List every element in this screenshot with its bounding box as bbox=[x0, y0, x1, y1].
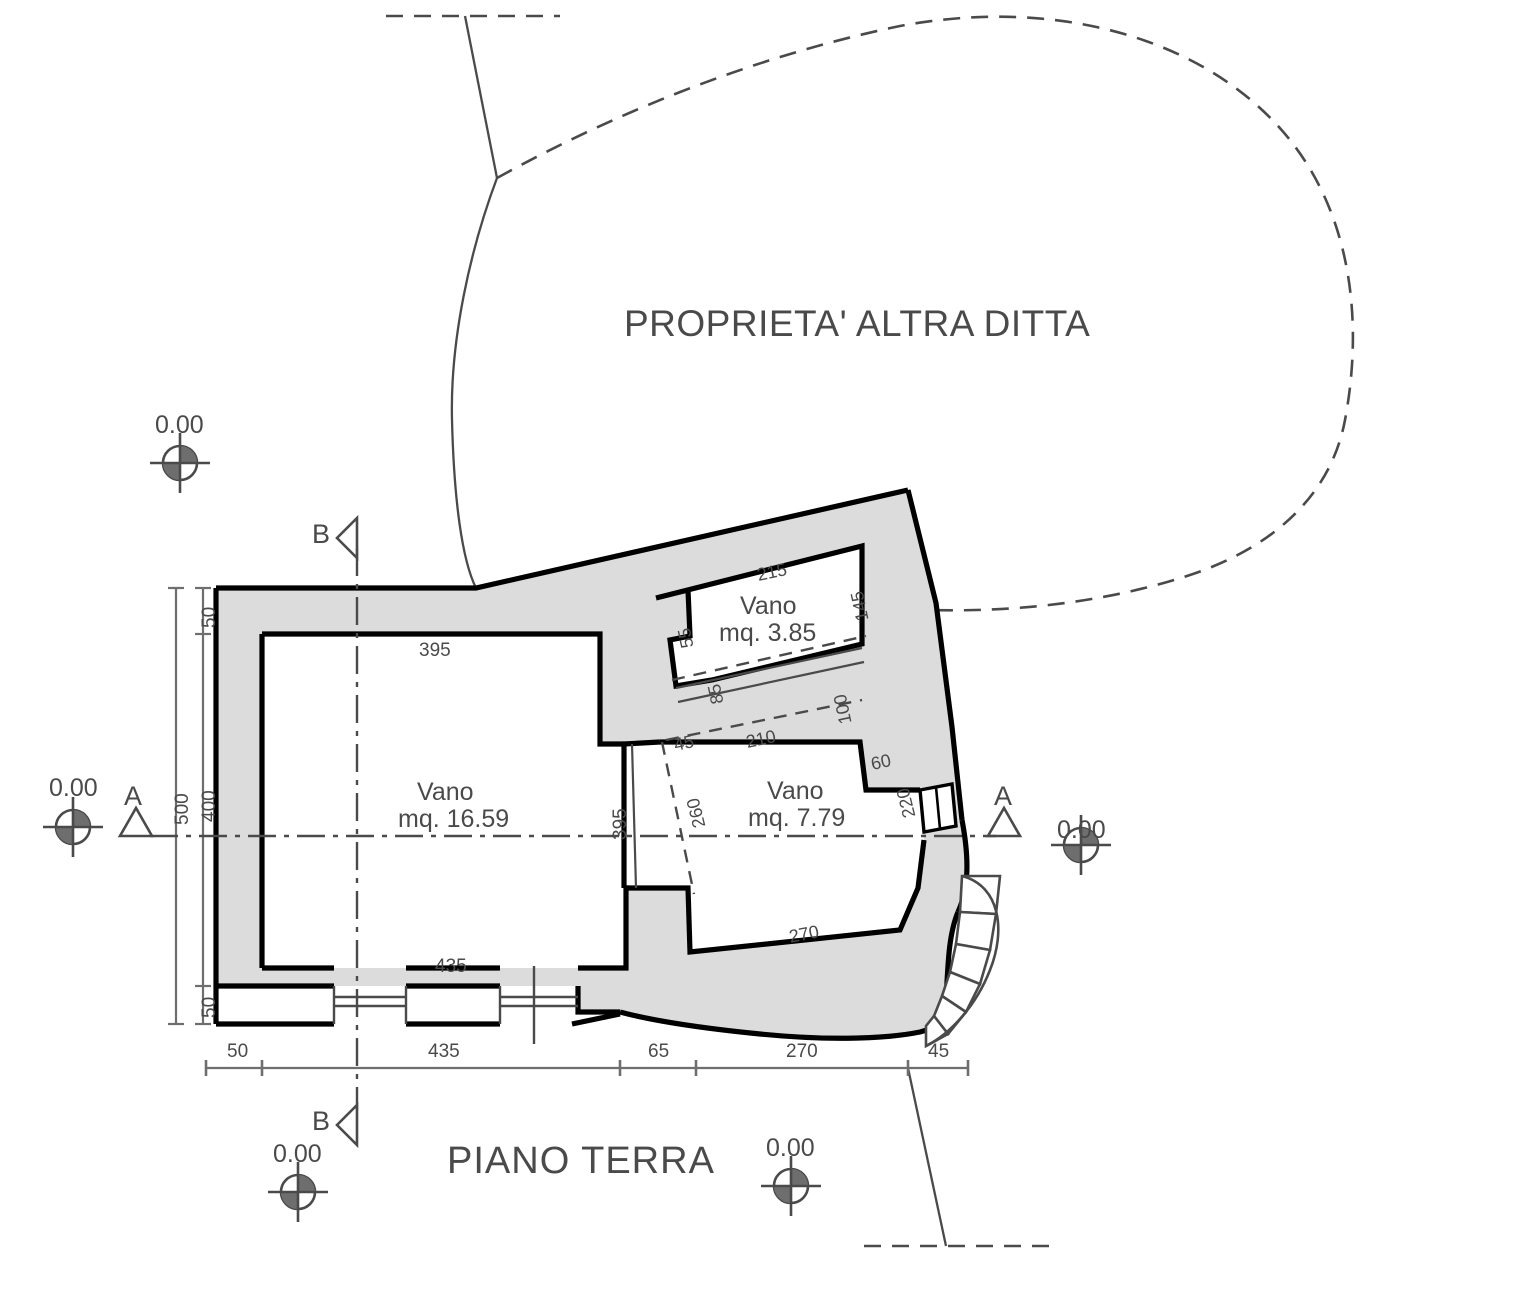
dimension-main-room-bottom-435: 435 bbox=[435, 956, 467, 977]
curved-staircase bbox=[924, 874, 1002, 1049]
dimension-right-room-notch-60: 60 bbox=[869, 750, 893, 774]
property-boundary-solid bbox=[450, 15, 948, 1247]
dimension-central-wall-395: 395 bbox=[610, 808, 631, 840]
door-opening-right-wall bbox=[918, 781, 958, 835]
room-label-upper-name: Vano bbox=[740, 592, 797, 620]
elevation-value-top-left: 0.00 bbox=[155, 411, 204, 439]
section-mark-A-right: A bbox=[994, 781, 1013, 811]
dimension-line-left bbox=[168, 586, 211, 1026]
interior-dashed-lines bbox=[660, 634, 867, 895]
interior-projection-lines bbox=[630, 646, 865, 889]
window-opening-bottom-mid bbox=[500, 995, 578, 1008]
dimension-left-3: 50 bbox=[199, 996, 220, 1018]
dimension-upper-room-lower-85: 85 bbox=[703, 682, 728, 706]
window-opening-bottom-left bbox=[334, 995, 406, 1008]
elevation-symbol-bottom-left bbox=[266, 1160, 330, 1224]
section-marker-A-right-triangle bbox=[985, 805, 1023, 838]
elevation-symbol-bottom-mid bbox=[759, 1154, 823, 1218]
dimension-bottom-4: 270 bbox=[786, 1041, 818, 1062]
section-mark-B-top: B bbox=[312, 519, 331, 549]
dimension-bottom-3: 65 bbox=[648, 1041, 670, 1062]
elevation-value-right: 0.00 bbox=[1057, 816, 1106, 844]
room-label-main-name: Vano bbox=[417, 778, 474, 806]
section-marker-B-top-arrow bbox=[335, 514, 359, 562]
room-upper-inner-outline bbox=[655, 542, 865, 690]
neighbor-property-label: PROPRIETA' ALTRA DITTA bbox=[624, 303, 1091, 344]
elevation-symbol-top-left bbox=[148, 431, 212, 495]
section-marker-A-left-triangle bbox=[117, 805, 155, 838]
room-right-inner-outline bbox=[621, 739, 927, 955]
room-label-right-name: Vano bbox=[767, 777, 824, 805]
room-label-main-area: mq. 16.59 bbox=[398, 805, 510, 833]
dimension-right-room-notch-45: 45 bbox=[672, 731, 696, 755]
dimension-bottom-2: 435 bbox=[428, 1041, 460, 1062]
building-wall-outlines bbox=[213, 487, 970, 1041]
dimension-left-2: 400 bbox=[199, 790, 220, 822]
dimension-bottom-5: 45 bbox=[928, 1041, 950, 1062]
elevation-value-bottom-mid: 0.00 bbox=[766, 1134, 815, 1162]
section-marker-B-bottom-arrow bbox=[335, 1101, 359, 1149]
room-label-upper-area: mq. 3.85 bbox=[719, 619, 817, 647]
elevation-symbol-left bbox=[41, 795, 105, 859]
section-mark-B-bottom: B bbox=[312, 1106, 331, 1136]
dimension-line-bottom bbox=[204, 1060, 970, 1076]
elevation-value-left: 0.00 bbox=[49, 774, 98, 802]
dimension-left-1: 50 bbox=[199, 606, 220, 628]
property-boundary-dashed bbox=[386, 14, 1355, 1248]
dimension-main-room-top-395: 395 bbox=[419, 640, 451, 661]
building-wall-mass bbox=[216, 490, 967, 1039]
section-mark-A-left: A bbox=[124, 781, 143, 811]
room-label-right-area: mq. 7.79 bbox=[748, 804, 846, 832]
opening-jambs bbox=[332, 966, 536, 1044]
elevation-value-bottom-left: 0.00 bbox=[273, 1140, 322, 1168]
dimension-bottom-1: 50 bbox=[227, 1041, 249, 1062]
dimension-left-outer-500: 500 bbox=[172, 793, 193, 825]
dimension-upper-room-left-55: 55 bbox=[673, 626, 698, 650]
page-title: PIANO TERRA bbox=[447, 1140, 715, 1182]
